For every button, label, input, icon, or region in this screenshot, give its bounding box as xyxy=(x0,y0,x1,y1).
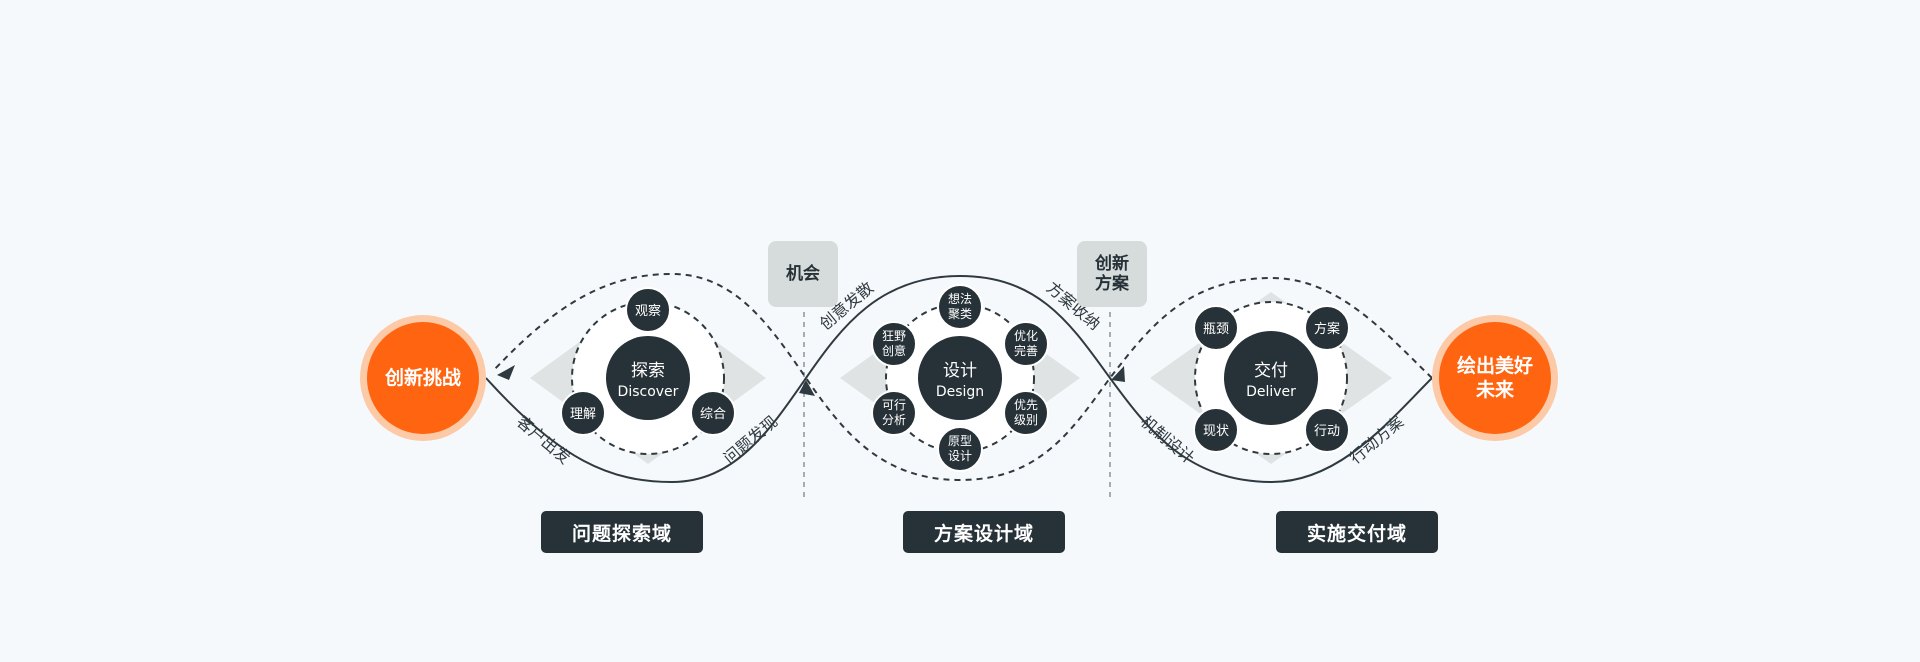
end-node-label-line2: 未来 xyxy=(1475,378,1514,401)
discover-subtitle: Discover xyxy=(618,384,679,400)
node-prototype xyxy=(937,426,983,472)
node-wild-idea-line1: 狂野 xyxy=(882,329,906,343)
node-prototype-line2: 设计 xyxy=(948,449,972,463)
dashed-flow-curve xyxy=(493,272,1433,482)
node-optimize-line2: 完善 xyxy=(1014,343,1038,358)
node-bottleneck xyxy=(1193,305,1239,351)
node-priority-line2: 级别 xyxy=(1014,413,1038,427)
label-action-plan: 行动方案 xyxy=(1346,412,1407,468)
design-subtitle: Design xyxy=(936,384,984,400)
label-mechanism-design: 机制设计 xyxy=(1137,412,1198,468)
callout-innovation-label: 创新 方案 xyxy=(1095,254,1129,294)
callout-innovation-line2: 方案 xyxy=(1095,274,1129,294)
node-priority xyxy=(1003,390,1049,436)
discover-title: 探索 xyxy=(631,361,665,381)
node-status xyxy=(1193,407,1239,453)
domain-label-solution: 方案设计域 xyxy=(903,511,1065,553)
node-feasibility-line2: 分析 xyxy=(882,413,906,427)
node-understand xyxy=(560,390,606,436)
callout-opportunity: 机会 xyxy=(768,241,838,307)
deliver-title: 交付 xyxy=(1254,361,1288,381)
node-action xyxy=(1304,407,1350,453)
node-idea-cluster-line1: 想法 xyxy=(948,291,972,306)
node-wild-idea-line2: 创意 xyxy=(882,343,906,358)
callout-innovation-solution: 创新 方案 xyxy=(1077,241,1147,307)
node-synthesize-label: 综合 xyxy=(700,407,726,422)
node-status-label: 现状 xyxy=(1203,424,1229,439)
deliver-subtitle: Deliver xyxy=(1246,384,1296,400)
node-optimize xyxy=(1003,321,1049,367)
node-feasibility xyxy=(871,390,917,436)
end-node xyxy=(1439,322,1551,434)
node-optimize-line1: 优化 xyxy=(1014,329,1038,343)
end-node-label-line1: 绘出美好 xyxy=(1457,354,1533,377)
node-understand-label: 理解 xyxy=(570,407,596,422)
start-node xyxy=(367,322,479,434)
node-idea-cluster xyxy=(937,284,983,330)
node-idea-cluster-line2: 聚类 xyxy=(948,307,972,321)
design-title: 设计 xyxy=(943,361,977,381)
domain-label-problem: 问题探索域 xyxy=(541,511,703,553)
start-node-label: 创新挑战 xyxy=(384,366,461,389)
callout-innovation-line1: 创新 xyxy=(1095,254,1129,274)
arrow-head-center xyxy=(799,380,815,396)
node-priority-line1: 优先 xyxy=(1014,398,1038,412)
node-prototype-line1: 原型 xyxy=(948,434,972,448)
node-plan-label: 方案 xyxy=(1314,321,1340,337)
node-observe-label: 观察 xyxy=(635,304,661,319)
domain-label-delivery: 实施交付域 xyxy=(1276,511,1438,553)
discover-hub xyxy=(606,336,690,420)
design-hub xyxy=(918,336,1002,420)
node-synthesize xyxy=(690,390,736,436)
node-wild-idea xyxy=(871,321,917,367)
callout-opportunity-label: 机会 xyxy=(786,264,820,284)
node-observe xyxy=(625,287,671,333)
arrow-head-right xyxy=(1111,366,1125,382)
deliver-hub xyxy=(1224,331,1318,425)
node-action-label: 行动 xyxy=(1314,424,1340,439)
arrow-head-left xyxy=(497,365,515,380)
solid-flow-curve xyxy=(485,274,1433,484)
node-plan xyxy=(1304,305,1350,351)
node-bottleneck-label: 瓶颈 xyxy=(1203,322,1229,337)
node-feasibility-line1: 可行 xyxy=(882,398,906,412)
